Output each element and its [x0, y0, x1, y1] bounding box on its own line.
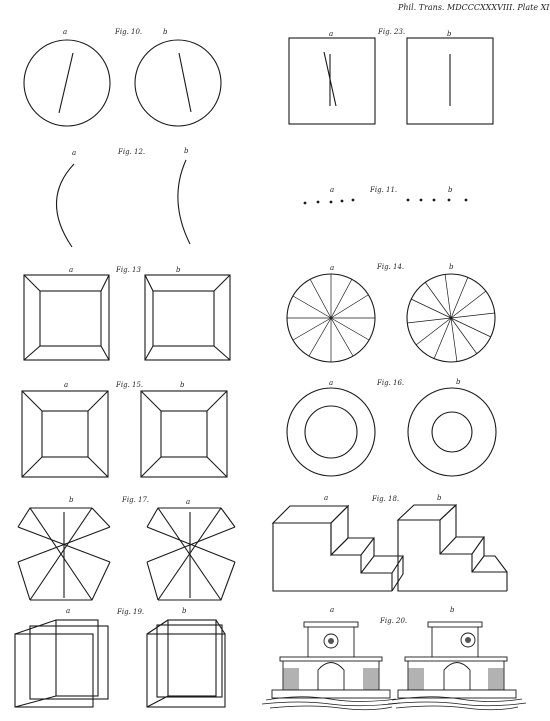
fig15-label-a: a — [64, 381, 68, 389]
fig19-sheets-a — [14, 619, 109, 708]
fig16-inner-a — [304, 405, 358, 459]
fig23-label-a: a — [329, 30, 333, 38]
fig17-label-left: b — [69, 496, 74, 504]
fig11-label-b: b — [448, 186, 453, 194]
figure-19: Fig. 19. a b — [14, 607, 226, 708]
fig14-title: Fig. 14. — [376, 263, 404, 271]
fig16-inner-b — [431, 411, 473, 453]
fig12-label-b: b — [184, 147, 189, 155]
figure-23: Fig. 23. a b — [288, 28, 494, 125]
fig19-label-a: a — [66, 607, 70, 615]
fig13-title: Fig. 13 — [115, 266, 141, 274]
fig18-stairs-b — [396, 504, 508, 592]
fig16-outer-b — [407, 387, 497, 477]
fig20-building-a — [261, 621, 401, 711]
fig18-stairs-a — [271, 504, 405, 592]
fig23-title: Fig. 23. — [377, 28, 405, 36]
figure-16: Fig. 16. a b — [286, 378, 497, 477]
fig10-label-b: b — [163, 28, 168, 36]
fig12-title: Fig. 12. — [117, 148, 145, 156]
fig10-line-b — [178, 52, 192, 113]
fig13-cube-b — [144, 274, 231, 361]
fig19-label-b: b — [182, 607, 187, 615]
fig12-arc-a — [55, 163, 75, 248]
figure-15: Fig. 15. a b — [21, 381, 228, 478]
fig18-label-a: a — [324, 494, 328, 502]
fig10-label-a: a — [63, 28, 67, 36]
fig20-label-b: b — [450, 606, 455, 614]
figure-13: Fig. 13 a b — [23, 266, 231, 361]
fig18-title: Fig. 18. — [371, 495, 399, 503]
fig19-sheets-b — [146, 619, 226, 708]
fig16-label-b: b — [456, 378, 461, 386]
fig11-title: Fig. 11. — [369, 186, 397, 194]
fig12-label-a: a — [72, 149, 76, 157]
fig16-label-a: a — [329, 379, 333, 387]
fig20-building-b — [387, 621, 527, 711]
fig11-dots-a — [303, 198, 355, 205]
fig15-label-b: b — [180, 381, 185, 389]
fig13-label-a: a — [69, 266, 73, 274]
fig14-wheel-b — [406, 273, 496, 363]
fig17-planes-left — [17, 507, 111, 601]
fig15-frame-a — [21, 390, 109, 478]
fig18-label-b: b — [437, 494, 442, 502]
fig16-title: Fig. 16. — [376, 379, 404, 387]
fig11-label-a: a — [330, 186, 334, 194]
figure-12: Fig. 12. a b — [55, 147, 191, 248]
fig20-title: Fig. 20. — [379, 617, 407, 625]
fig11-dots-b — [406, 198, 468, 202]
fig10-circle-a — [23, 39, 111, 127]
plate-header: Phil. Trans. MDCCCXXXVIII. Plate XI. p. … — [397, 3, 550, 12]
figure-11: Fig. 11. a b — [303, 186, 468, 205]
fig13-label-b: b — [176, 266, 181, 274]
fig20-label-a: a — [330, 606, 334, 614]
fig10-title: Fig. 10. — [114, 28, 142, 36]
figure-17: Fig. 17. b a — [17, 496, 236, 601]
fig14-label-b: b — [449, 263, 454, 271]
fig10-circle-b — [134, 39, 222, 127]
fig14-spokes-b — [406, 273, 496, 363]
fig17-label-right: a — [186, 498, 190, 506]
figure-18: Fig. 18. a b — [271, 494, 508, 592]
fig14-spokes-a — [287, 274, 375, 362]
figure-20: Fig. 20. a b — [261, 606, 527, 711]
fig16-outer-a — [286, 387, 376, 477]
figure-10: Fig. 10. a b — [23, 28, 222, 127]
fig15-title: Fig. 15. — [115, 381, 143, 389]
fig17-title: Fig. 17. — [121, 496, 149, 504]
fig19-title: Fig. 19. — [116, 608, 144, 616]
figure-14: Fig. 14. a b — [286, 263, 496, 363]
fig23-label-b: b — [447, 30, 452, 38]
fig17-planes-right — [146, 507, 236, 601]
fig23-square-b — [406, 37, 494, 125]
fig10-line-a — [58, 52, 74, 114]
fig15-frame-b — [140, 390, 228, 478]
fig23-square-a — [288, 37, 376, 125]
fig14-label-a: a — [330, 264, 334, 272]
fig12-arc-b — [177, 159, 191, 245]
fig13-cube-a — [23, 274, 110, 361]
